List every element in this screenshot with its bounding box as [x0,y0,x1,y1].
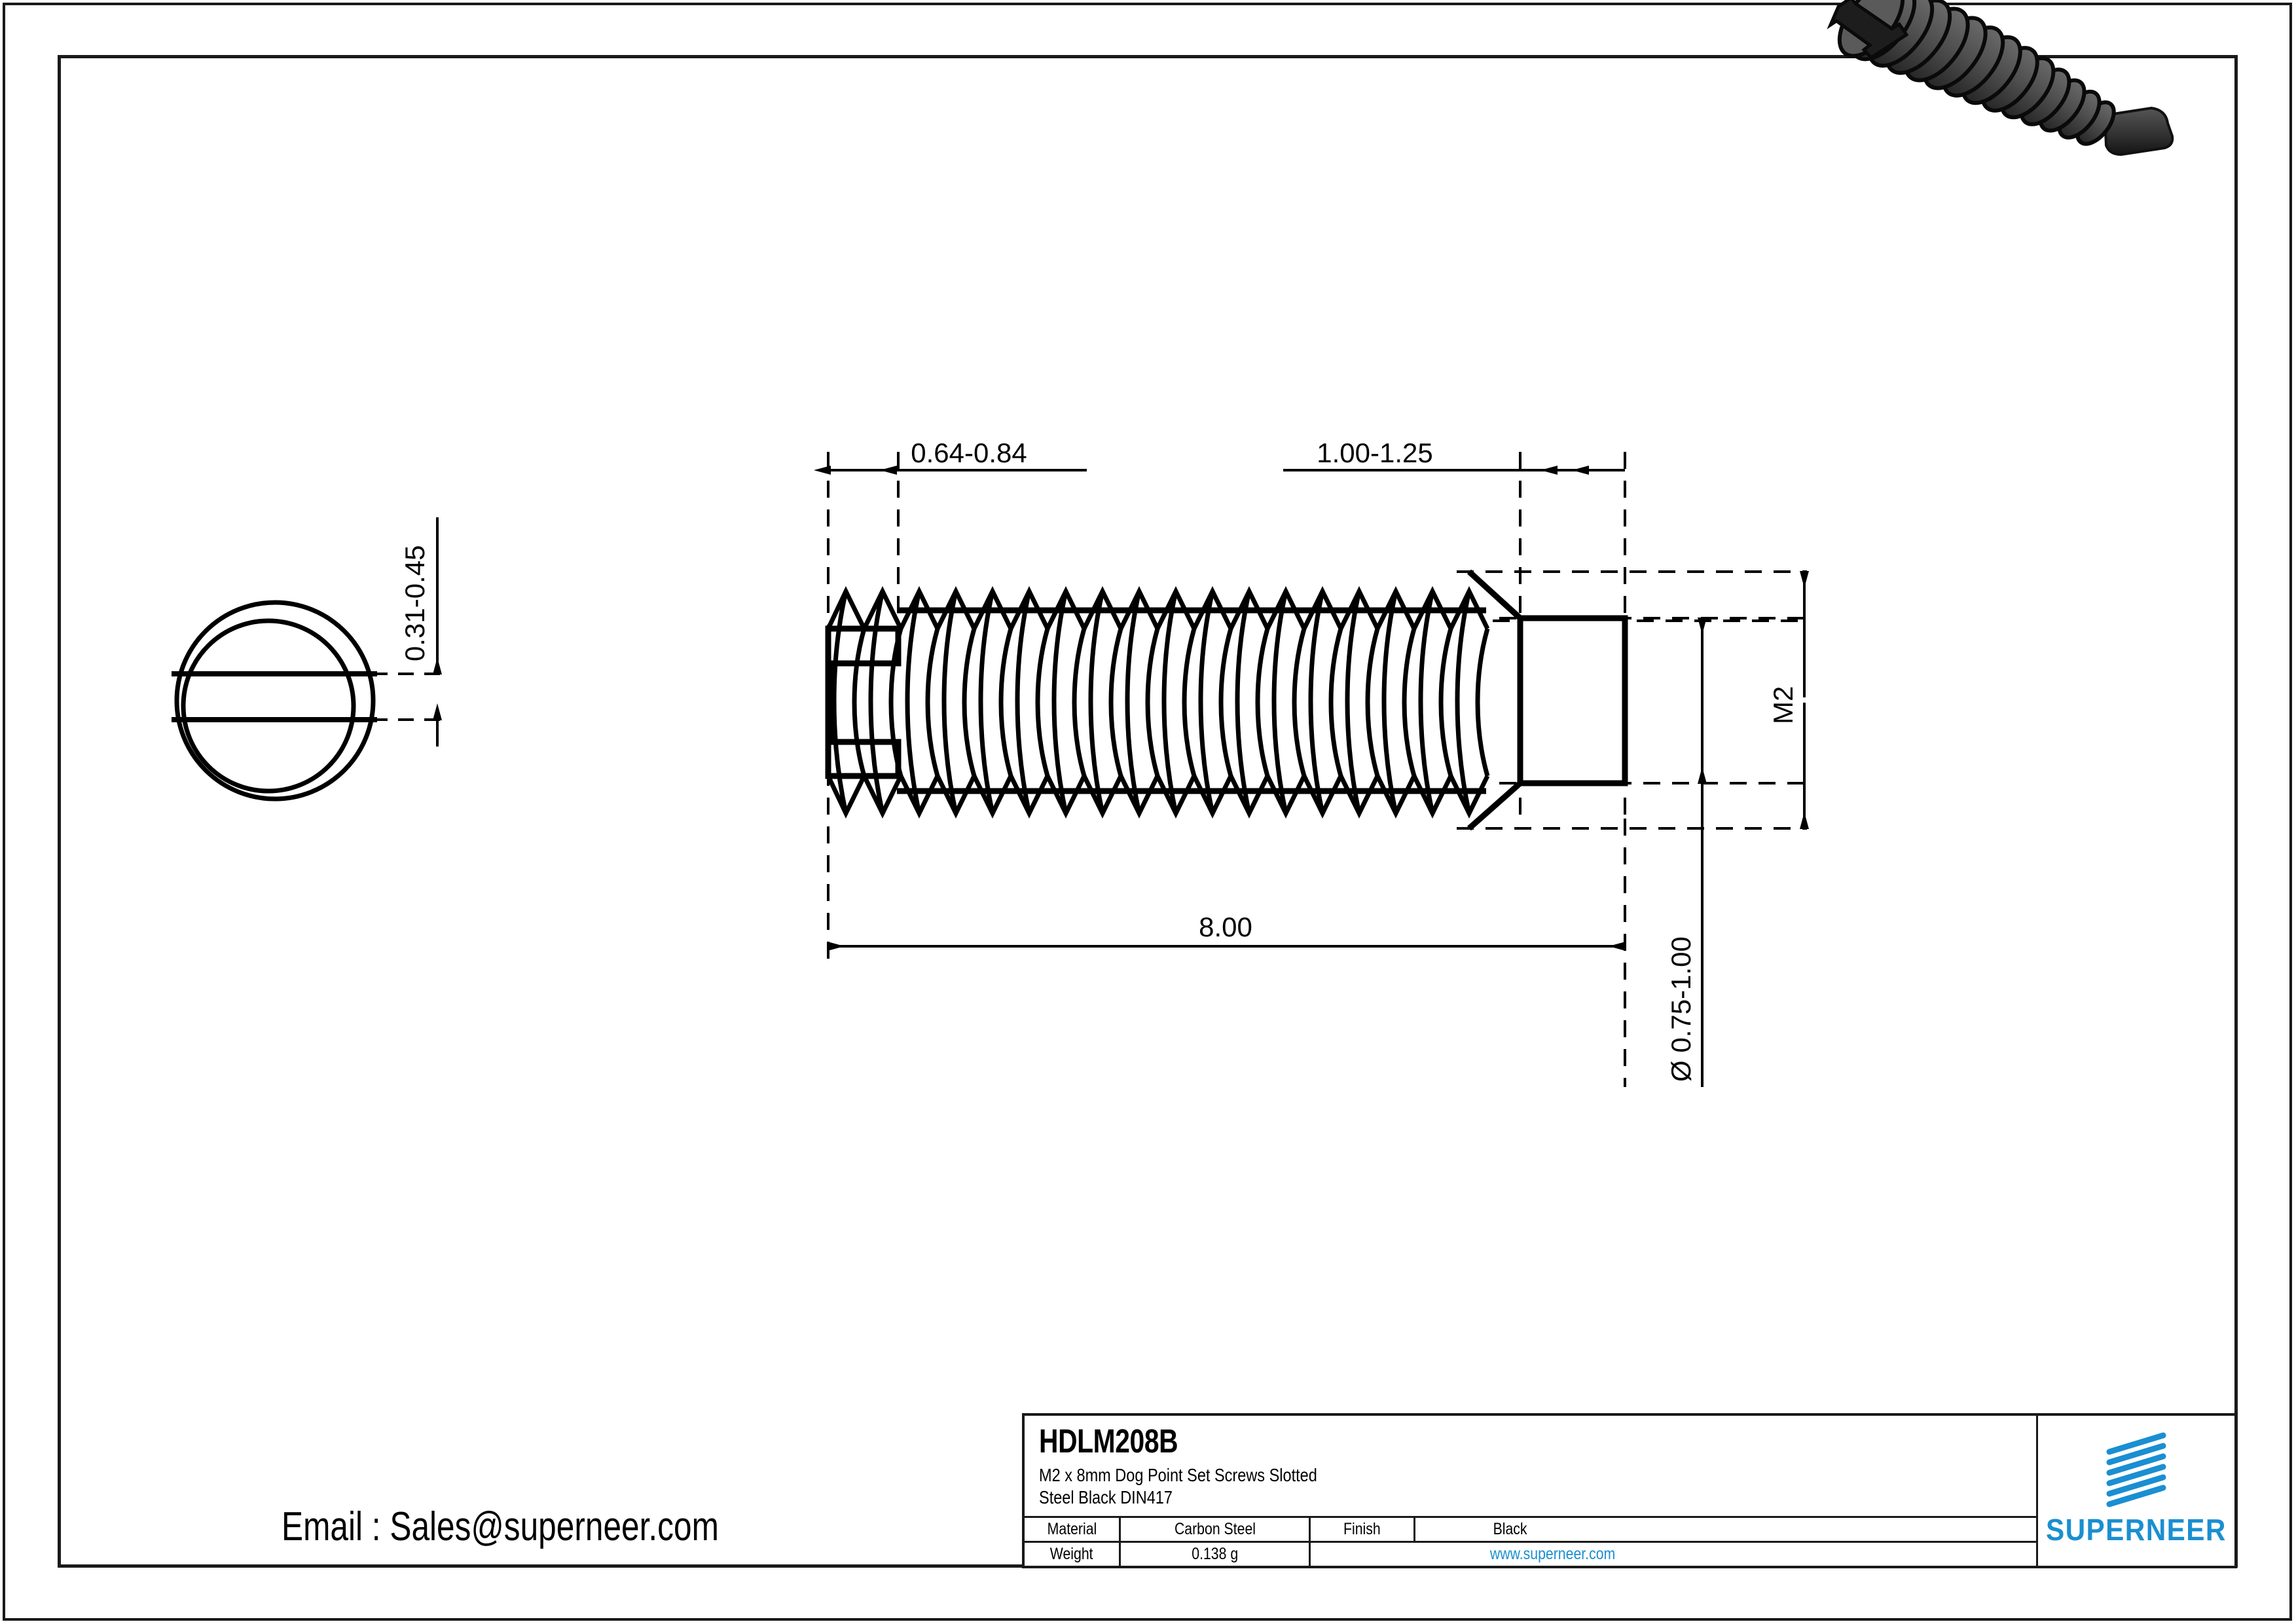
part-number: HDLM208B [1039,1422,1178,1460]
material-value-text: Carbon Steel [1174,1520,1256,1538]
sheet-border-outer [3,3,2292,1621]
spec-row-weight-website: Weight 0.138 g www.superneer.com [1025,1543,2036,1566]
title-block-main: HDLM208B M2 x 8mm Dog Point Set Screws S… [1025,1416,2039,1566]
weight-value-text: 0.138 g [1192,1545,1238,1563]
description-line-1: M2 x 8mm Dog Point Set Screws Slotted [1039,1465,1317,1485]
description-line-2: Steel Black DIN417 [1039,1487,1173,1508]
sheet-border-inner [58,55,2238,1568]
finish-value: Black [1415,1518,1605,1541]
website-link-text: www.superneer.com [1490,1545,1616,1563]
spec-table: Material Carbon Steel Finish Black Weigh… [1025,1516,2037,1566]
title-block: HDLM208B M2 x 8mm Dog Point Set Screws S… [1022,1413,2237,1568]
weight-label: Weight [1025,1543,1121,1566]
email-contact-text: Email : Sales@superneer.com [282,1504,719,1549]
weight-value: 0.138 g [1121,1543,1311,1566]
spec-row-material-finish: Material Carbon Steel Finish Black [1025,1518,2037,1543]
brand-logo: SUPERNEER [2038,1416,2234,1566]
material-value: Carbon Steel [1121,1518,1311,1541]
website-link[interactable]: www.superneer.com [1311,1543,1795,1566]
brand-wordmark: SUPERNEER [2046,1512,2227,1547]
finish-label: Finish [1311,1518,1415,1541]
striped-parallelogram-logo-icon [2106,1432,2166,1507]
material-label-text: Material [1047,1520,1097,1538]
finish-label-text: Finish [1343,1520,1381,1538]
material-label: Material [1025,1518,1121,1541]
title-block-description: HDLM208B M2 x 8mm Dog Point Set Screws S… [1025,1416,2036,1516]
weight-label-text: Weight [1050,1545,1093,1563]
finish-value-text: Black [1493,1520,1527,1538]
